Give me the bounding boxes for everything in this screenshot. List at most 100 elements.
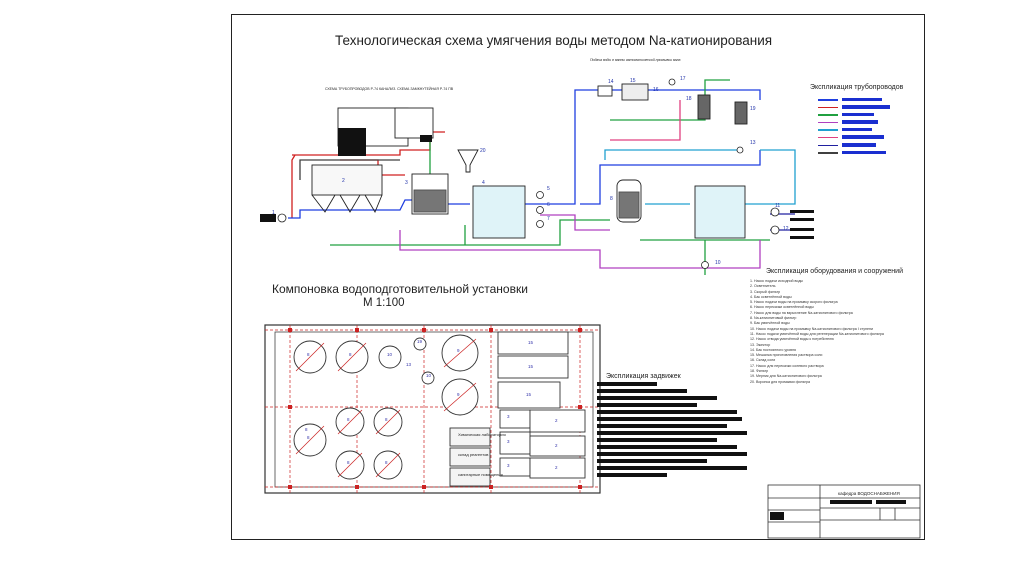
scheme-num: 12 (783, 226, 789, 232)
pipe-cyan (645, 149, 796, 205)
pipe-green-3 (640, 239, 770, 275)
level-tank (597, 85, 613, 97)
legend-text-redacted (842, 97, 882, 101)
scheme-num: 13 (750, 140, 756, 146)
softened-water-tank (694, 185, 746, 239)
equipment-item: 19. Мерник для Na-катионитового фильтра (750, 374, 822, 379)
legend-row (818, 149, 898, 157)
legend-text-redacted (842, 105, 890, 109)
equipment-item: 5. Насос подачи воды на промывку скорого… (750, 300, 838, 305)
wash-funnel (457, 149, 479, 173)
pump-5 (536, 191, 544, 199)
pipe-dark (299, 159, 400, 180)
scheme-num: 18 (686, 96, 692, 102)
room-num: 3 (507, 414, 510, 419)
legend-row (818, 119, 898, 127)
scheme-num: 10 (715, 260, 721, 266)
room-label-sanitary: санитарные помещения (458, 472, 503, 477)
legend-text-redacted (842, 127, 872, 132)
legend-row (818, 96, 898, 104)
redacted-line (597, 452, 747, 456)
equipment-list: 1. Насос подачи исходной воды 2. Осветли… (750, 279, 884, 385)
salt-filter (697, 94, 711, 120)
pipe-blue-4 (580, 150, 761, 205)
redacted-line (597, 417, 742, 421)
scheme-num: 7 (547, 216, 550, 222)
clarifier (311, 164, 383, 196)
legend-text-redacted (842, 143, 876, 147)
pipe-blue-main (288, 199, 415, 219)
legend-swatch (818, 144, 838, 147)
equipment-legend-title: Экспликация оборудования и сооружений (766, 268, 903, 275)
equipment-item: 14. Бак постоянного уровня (750, 347, 797, 352)
legend-row (818, 104, 898, 112)
pump-7 (536, 220, 544, 228)
equipment-item: 18. Фильтр (750, 369, 769, 374)
legend-row (818, 134, 898, 142)
pump-10 (701, 261, 709, 269)
room-num: 9 (457, 392, 460, 397)
scheme-num: 8 (610, 196, 613, 202)
pump-6 (536, 206, 544, 214)
room-num: 19 (417, 339, 423, 344)
legend-text-redacted (842, 150, 886, 155)
scheme-num: 20 (480, 148, 486, 154)
equipment-item: 8. Na-катионитовый фильтр (750, 316, 797, 321)
scheme-num: 17 (680, 76, 686, 82)
equipment-item: 6. Насос перекачки осветлённой воды (750, 305, 814, 310)
scheme-num: 11 (775, 203, 781, 209)
redacted-line (597, 431, 747, 435)
equipment-item: 10. Насос подачи воды на промывку Na-кат… (750, 326, 873, 331)
legend-text-redacted (842, 120, 878, 124)
legend-text-redacted (842, 112, 874, 117)
room-num: 8 (347, 417, 350, 422)
legend-swatch (818, 121, 838, 124)
redacted-line (597, 396, 717, 400)
room-num: 15 (526, 392, 532, 397)
room-num: 15 (528, 364, 534, 369)
redacted-line (597, 410, 737, 414)
redacted-line (597, 466, 747, 470)
ejector-13 (736, 146, 744, 154)
room-num: 2 (555, 418, 558, 423)
legend-swatch (818, 136, 838, 139)
room-num: 8 (347, 460, 350, 465)
equipment-item: 17. Насос для перекачки солевого раствор… (750, 363, 824, 368)
legend-swatch (818, 152, 838, 154)
scheme-num: 1 (272, 210, 275, 216)
legend-swatch (818, 99, 838, 101)
legend-swatch (818, 114, 838, 116)
redacted-line (597, 424, 727, 428)
pipe-green (330, 219, 610, 246)
redacted-left (338, 128, 366, 156)
top-note: Подача воды в ванны автоматической промы… (590, 58, 681, 62)
legend-swatch (818, 129, 838, 131)
room-num: 10 (387, 352, 393, 357)
room-num: 3 (507, 439, 510, 444)
redacted-line (597, 389, 687, 393)
scheme-num: 2 (342, 178, 345, 184)
equipment-item: 3. Скорый фильтр (750, 289, 781, 294)
scheme-num: 14 (608, 79, 614, 85)
equipment-item: 13. Эжектор (750, 342, 771, 347)
room-num: 10 (426, 373, 432, 378)
redacted-line (597, 438, 717, 442)
valves-legend-title: Экспликация задвижек (606, 373, 681, 380)
pipe-cyan-2 (604, 149, 740, 160)
scheme-num: 19 (750, 106, 756, 112)
equipment-item: 20. Воронка для промывки фильтра (750, 379, 810, 384)
equipment-item: 9. Бак умягчённой воды (750, 321, 790, 326)
pipe-green-2 (429, 79, 730, 185)
pump-11 (770, 207, 780, 217)
legend-swatch (818, 106, 838, 109)
room-num: 8 (307, 435, 310, 440)
redacted-line (597, 382, 657, 386)
equipment-item: 11. Насос подачи умягчённой воды для рег… (750, 331, 884, 336)
room-num: 8 (385, 417, 388, 422)
pipe-magenta-2 (540, 214, 610, 231)
pipelines-legend (818, 96, 898, 157)
scheme-num: 5 (547, 186, 550, 192)
pump-12 (770, 225, 780, 235)
pump-17 (668, 78, 676, 86)
room-num: 8 (305, 427, 308, 432)
